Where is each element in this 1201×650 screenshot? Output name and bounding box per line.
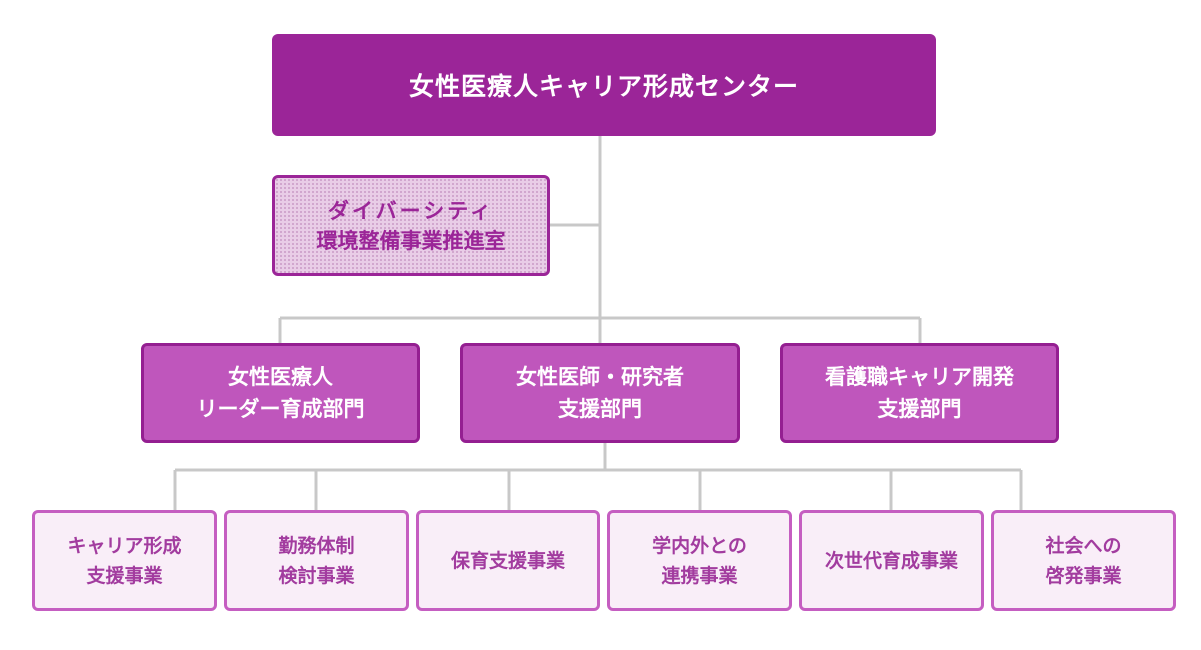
program-label-line-2: 啓発事業 — [1045, 564, 1122, 587]
program-label-line-2: 支援事業 — [86, 564, 163, 587]
program-label-line-1: キャリア形成 — [67, 534, 182, 557]
program-label-line-1: 学内外との — [652, 534, 747, 557]
program-work-system: 勤務体制 検討事業 — [224, 510, 409, 611]
diversity-office-line-1: ダイバーシティ — [328, 198, 494, 223]
department-label-line-1: 看護職キャリア開発 — [825, 365, 1014, 389]
department-women-doctor-researcher: 女性医師・研究者 支援部門 — [460, 343, 740, 443]
department-women-leader: 女性医療人 リーダー育成部門 — [141, 343, 420, 443]
program-label-line-1: 勤務体制 — [278, 534, 355, 557]
department-label-line-2: リーダー育成部門 — [196, 397, 365, 421]
program-next-generation: 次世代育成事業 — [799, 510, 984, 611]
department-label-line-2: 支援部門 — [877, 397, 962, 421]
diversity-office-line-2: 環境整備事業推進室 — [316, 228, 506, 253]
program-childcare-support: 保育支援事業 — [416, 510, 600, 611]
diversity-office-box: ダイバーシティ 環境整備事業推進室 — [272, 175, 550, 276]
program-label-line-2: 検討事業 — [278, 564, 355, 587]
department-nursing-career: 看護職キャリア開発 支援部門 — [780, 343, 1059, 443]
program-career-support: キャリア形成 支援事業 — [32, 510, 217, 611]
program-public-awareness: 社会への 啓発事業 — [991, 510, 1176, 611]
department-label-line-1: 女性医療人 — [228, 365, 333, 389]
center-title: 女性医療人キャリア形成センター — [408, 72, 799, 101]
department-label-line-1: 女性医師・研究者 — [516, 365, 684, 389]
program-label-line-1: 社会への — [1045, 534, 1122, 557]
program-collaboration: 学内外との 連携事業 — [607, 510, 792, 611]
program-label-line-1: 保育支援事業 — [450, 549, 565, 572]
program-label-line-1: 次世代育成事業 — [824, 549, 958, 572]
center-title-box: 女性医療人キャリア形成センター — [272, 34, 936, 136]
program-label-line-2: 連携事業 — [661, 564, 738, 587]
department-label-line-2: 支援部門 — [558, 397, 642, 421]
